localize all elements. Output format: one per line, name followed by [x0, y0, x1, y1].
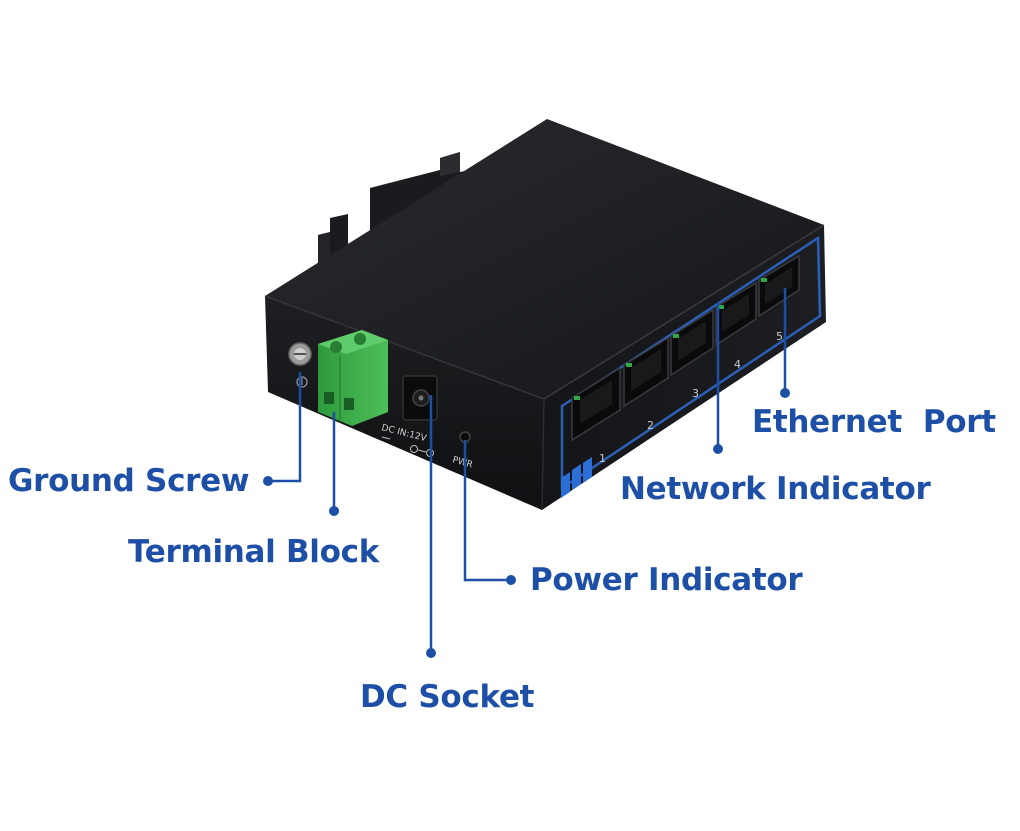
dc-socket — [402, 375, 438, 421]
port-number-5: 5 — [776, 330, 783, 343]
power-indicator-label: Power Indicator — [530, 562, 803, 598]
device-top-face — [265, 119, 824, 399]
ethernet-port-label: Ethernet Port — [752, 404, 996, 440]
terminal-block — [318, 330, 388, 426]
port-number-1: 1 — [599, 452, 606, 465]
ethernet-ports — [571, 254, 800, 442]
dc-socket-label: DC Socket — [360, 679, 535, 715]
leader-dots — [263, 388, 790, 658]
port-number-4: 4 — [734, 358, 741, 371]
ethernet-port-5 — [758, 254, 800, 318]
leader-ground-screw — [268, 372, 302, 483]
leader-power-indicator — [463, 440, 510, 582]
ethernet-port-1 — [571, 366, 621, 442]
accent-stripe — [561, 457, 592, 498]
port-number-2: 2 — [647, 419, 654, 432]
ground-screw-label: Ground Screw — [8, 463, 250, 499]
ethernet-port-2 — [623, 336, 669, 408]
network-indicator-label: Network Indicator — [620, 471, 931, 507]
leader-lines — [268, 288, 787, 652]
front-panel-outline — [560, 235, 822, 491]
ethernet-port-4 — [715, 281, 757, 347]
port-number-3: 3 — [692, 387, 699, 400]
ethernet-port-3 — [670, 308, 714, 377]
terminal-block-label: Terminal Block — [128, 534, 380, 570]
ground-screw — [288, 342, 312, 388]
